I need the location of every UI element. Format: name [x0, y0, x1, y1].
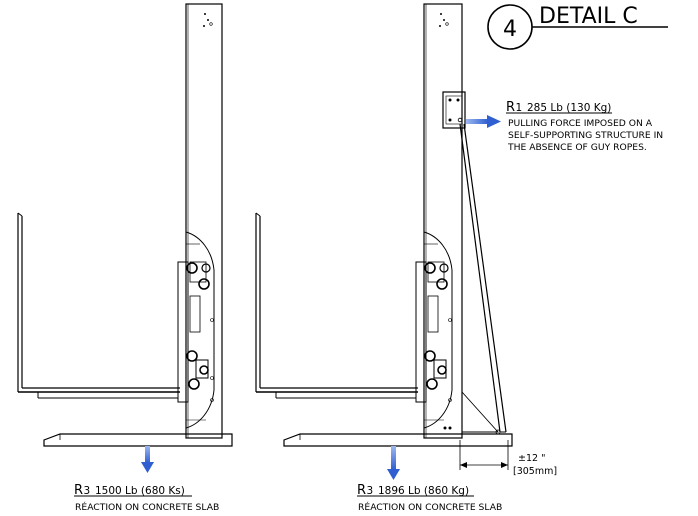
- r1-value: 285 Lb (130 Kg): [527, 102, 611, 114]
- right-r3-symbol: R: [357, 483, 366, 498]
- left-r3-symbol: R: [74, 483, 83, 498]
- r1-label: R 1 285 Lb (130 Kg) PULLING FORCE IMPOSE…: [506, 100, 663, 153]
- left-reaction-arrow: [141, 446, 154, 473]
- right-r3-desc: RÉACTION ON CONCRETE SLAB: [358, 501, 502, 513]
- right-mast: [423, 3, 463, 439]
- left-structure: [17, 3, 233, 447]
- left-reaction-label: R 3 1500 Lb (680 Ks) RÉACTION ON CONCRET…: [74, 483, 219, 513]
- right-diagonal-brace: [459, 123, 507, 433]
- left-mast: [185, 3, 223, 439]
- left-mechanism: [177, 231, 215, 429]
- right-mechanism: [415, 231, 453, 429]
- r1-desc-line-3: THE ABSENCE OF GUY ROPES.: [507, 142, 647, 153]
- right-frame: [255, 212, 418, 399]
- right-base: [283, 433, 513, 447]
- right-r3-index: 3: [367, 485, 374, 497]
- left-base: [43, 433, 233, 447]
- r1-index: 1: [516, 102, 523, 114]
- right-structure: [255, 3, 513, 447]
- r1-desc-line-1: PULLING FORCE IMPOSED ON A: [508, 118, 653, 129]
- left-r3-value: 1500 Lb (680 Ks): [95, 485, 185, 497]
- right-reaction-arrow: [387, 446, 400, 480]
- right-r3-value: 1896 Lb (860 Kg): [378, 485, 469, 497]
- r1-force-arrow: [466, 115, 501, 128]
- left-r3-index: 3: [84, 485, 91, 497]
- dimension-marker: [459, 440, 509, 470]
- right-top-bracket: [442, 91, 466, 129]
- detail-header: [487, 4, 668, 50]
- left-r3-desc: RÉACTION ON CONCRETE SLAB: [75, 501, 219, 513]
- dimension-imperial: ±12 ": [518, 453, 545, 464]
- left-frame: [17, 212, 180, 399]
- right-reaction-label: R 3 1896 Lb (860 Kg) RÉACTION ON CONCRET…: [357, 483, 502, 513]
- r1-symbol: R: [506, 100, 515, 115]
- detail-number: 4: [503, 17, 517, 42]
- r1-desc-line-2: SELF-SUPPORTING STRUCTURE IN: [508, 130, 663, 141]
- detail-title: DETAIL C: [539, 4, 638, 29]
- right-gusset: [461, 390, 500, 433]
- dimension-metric: [305mm]: [513, 466, 557, 477]
